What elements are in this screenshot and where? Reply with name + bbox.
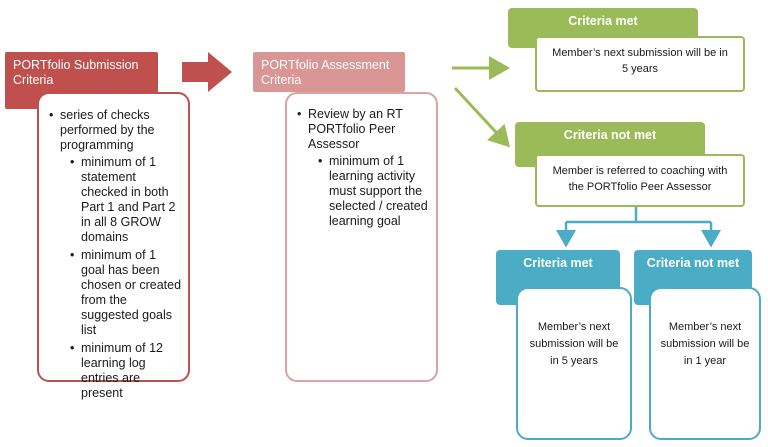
- outcome-met-text: Member’s next submission will be in 5 ye…: [529, 321, 619, 367]
- red-block-arrow: [182, 52, 232, 92]
- green-arrow-to-not-met: [453, 86, 511, 148]
- assessment-main-point: Review by an RT PORTfolio Peer Assessor …: [297, 107, 430, 229]
- criteria-not-met-text: Member is referred to coaching with the …: [552, 165, 728, 193]
- criteria-not-met-title: Criteria not met: [563, 128, 657, 142]
- outcome-not-met-box: Member’s next submission will be in 1 ye…: [649, 287, 761, 440]
- submission-criteria-box: series of checks performed by the progra…: [37, 92, 190, 400]
- outcome-not-met-title: Criteria not met: [646, 256, 740, 270]
- submission-check-item: minimum of 12 learning log entries are p…: [70, 341, 182, 401]
- criteria-met-top-box: Member’s next submission will be in 5 ye…: [535, 36, 745, 92]
- assessment-criteria-header: PORTfolio Assessment Criteria: [253, 52, 405, 92]
- outcome-met-title: Criteria met: [523, 256, 593, 270]
- submission-criteria-title: PORTfolio Submission Criteria: [13, 58, 139, 87]
- submission-main-point: series of checks performed by the progra…: [49, 108, 182, 401]
- submission-criteria-header: PORTfolio Submission Criteria: [5, 52, 158, 109]
- outcome-met-box: Member’s next submission will be in 5 ye…: [516, 287, 632, 440]
- assessment-criteria-title: PORTfolio Assessment Criteria: [261, 58, 390, 87]
- submission-check-item: minimum of 1 statement checked in both P…: [70, 155, 182, 245]
- criteria-not-met-box: Member is referred to coaching with the …: [535, 154, 745, 207]
- assessment-criteria-box: Review by an RT PORTfolio Peer Assessor …: [285, 92, 438, 382]
- outcome-not-met-text: Member’s next submission will be in 1 ye…: [660, 321, 750, 367]
- assessment-check-item: minimum of 1 learning activity must supp…: [318, 154, 430, 229]
- criteria-met-top-text: Member’s next submission will be in 5 ye…: [552, 47, 728, 75]
- criteria-met-top-title: Criteria met: [568, 14, 638, 28]
- submission-check-item: minimum of 1 goal has been chosen or cre…: [70, 248, 182, 338]
